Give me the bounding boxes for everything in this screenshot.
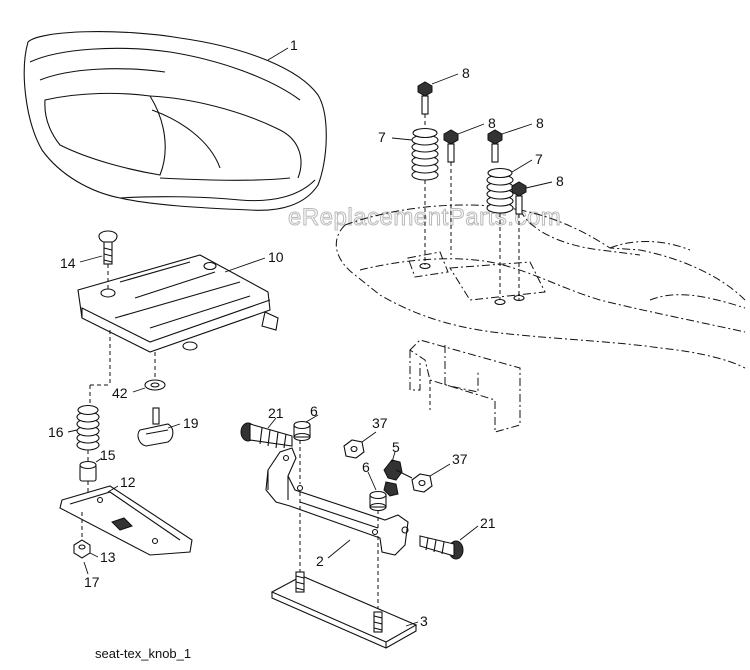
tractor-frame bbox=[335, 204, 746, 433]
callout-21a: 21 bbox=[268, 405, 284, 421]
plate bbox=[270, 571, 418, 649]
callout-14: 14 bbox=[60, 255, 76, 271]
carriage-bolt bbox=[98, 230, 118, 265]
seat-pan bbox=[77, 254, 279, 353]
callout-2: 2 bbox=[316, 553, 324, 569]
callout-7b: 7 bbox=[535, 151, 543, 167]
knob bbox=[137, 407, 174, 447]
callout-5: 5 bbox=[392, 439, 400, 455]
callout-8c: 8 bbox=[536, 115, 544, 131]
clip bbox=[383, 459, 413, 497]
callout-16: 16 bbox=[48, 424, 64, 440]
bolt-top-3 bbox=[487, 129, 503, 163]
callout-42: 42 bbox=[112, 385, 128, 401]
callout-37b: 37 bbox=[452, 451, 468, 467]
diagram-caption: seat-tex_knob_1 bbox=[95, 646, 191, 661]
bolt-21a bbox=[240, 422, 293, 449]
callout-8a: 8 bbox=[462, 65, 470, 81]
callout-12: 12 bbox=[120, 474, 136, 490]
callout-21b: 21 bbox=[480, 515, 496, 531]
callout-8b: 8 bbox=[488, 115, 496, 131]
bracket bbox=[265, 447, 409, 556]
slide bbox=[59, 485, 193, 556]
nut-37b bbox=[411, 473, 433, 493]
nut-37a bbox=[343, 439, 365, 459]
nut-left bbox=[73, 539, 91, 559]
callout-10: 10 bbox=[268, 249, 284, 265]
bushing-6a bbox=[293, 420, 311, 442]
seat bbox=[23, 31, 327, 211]
bolt-top-1 bbox=[417, 81, 433, 115]
callout-37a: 37 bbox=[372, 415, 388, 431]
callout-6a: 6 bbox=[310, 403, 318, 419]
callout-15: 15 bbox=[100, 447, 116, 463]
callout-19: 19 bbox=[183, 415, 199, 431]
callout-8d: 8 bbox=[556, 173, 564, 189]
callout-7a: 7 bbox=[378, 129, 386, 145]
spring-right-1 bbox=[411, 127, 439, 181]
callout-17: 17 bbox=[84, 574, 100, 590]
bolt-top-2 bbox=[443, 129, 459, 163]
callout-13: 13 bbox=[100, 549, 116, 565]
callout-6b: 6 bbox=[362, 459, 370, 475]
callout-3: 3 bbox=[420, 613, 428, 629]
washer bbox=[144, 379, 166, 391]
spring-left bbox=[76, 404, 100, 451]
spacer bbox=[79, 460, 97, 482]
bolt-21b bbox=[419, 535, 464, 560]
spring-right-2 bbox=[486, 167, 514, 214]
bushing-6b bbox=[369, 490, 387, 512]
callout-1: 1 bbox=[290, 37, 298, 53]
